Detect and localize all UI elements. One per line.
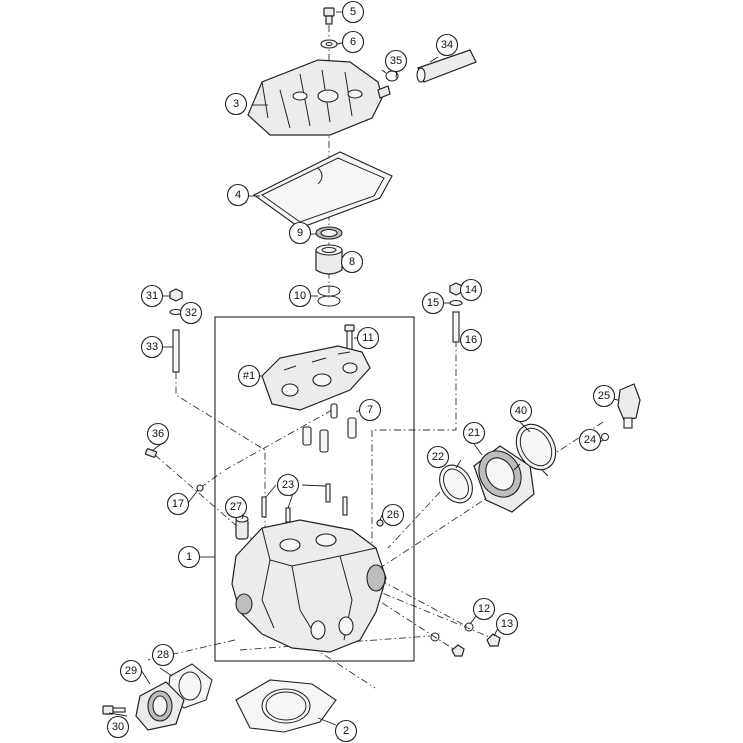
spark-plug-shaft-seal [315, 244, 343, 275]
callout-31: 31 [140, 284, 164, 308]
callout-23: 23 [276, 473, 300, 497]
callout-2: 2 [334, 719, 358, 743]
svg-text:27: 27 [230, 501, 242, 513]
callout-32: 32 [179, 301, 203, 325]
callout-11: 11 [356, 326, 380, 350]
callout-16: 16 [459, 328, 483, 352]
callout-36: 36 [146, 422, 170, 446]
camshaft-bearing-bridge [261, 345, 371, 411]
svg-text:3: 3 [233, 98, 239, 110]
temperature-screw-36 [144, 448, 158, 458]
svg-text:8: 8 [349, 256, 355, 268]
svg-text:7: 7 [367, 404, 373, 416]
exhaust-flange [135, 681, 185, 731]
callout-1: 1 [177, 545, 201, 569]
valve-cover-gasket [252, 151, 393, 229]
svg-text:33: 33 [146, 341, 158, 353]
svg-text:13: 13 [501, 618, 513, 630]
temperature-sensor [617, 383, 641, 429]
callout-35: 35 [384, 49, 408, 73]
callout-26: 26 [381, 503, 405, 527]
callout-camshaft-bridge: #1 [237, 364, 261, 388]
intake-flange [473, 445, 535, 513]
svg-text:5: 5 [350, 6, 356, 18]
svg-text:1: 1 [186, 551, 192, 563]
svg-text:26: 26 [387, 509, 399, 521]
callout-3: 3 [224, 92, 248, 116]
svg-text:25: 25 [598, 390, 610, 402]
cover-washer [320, 39, 338, 49]
svg-text:12: 12 [478, 603, 490, 615]
left-stud-assembly [169, 288, 183, 373]
callout-40: 40 [509, 399, 533, 423]
intake-clamp-22 [439, 464, 473, 504]
callout-28: 28 [151, 643, 175, 667]
callout-13: 13 [495, 612, 519, 636]
svg-text:24: 24 [584, 434, 596, 446]
svg-text:30: 30 [112, 721, 124, 733]
callout-17: 17 [166, 492, 190, 516]
callout-30: 30 [106, 715, 130, 739]
seal-ring-12 [464, 622, 474, 632]
svg-text:16: 16 [465, 334, 477, 346]
callout-14: 14 [459, 278, 483, 302]
callout-10: 10 [288, 284, 312, 308]
svg-text:14: 14 [465, 284, 477, 296]
svg-text:28: 28 [157, 649, 169, 661]
cylinder-head-studs [261, 483, 348, 523]
spark-plug-tube [235, 515, 249, 540]
screw-plug-13 [486, 633, 501, 647]
svg-text:31: 31 [146, 290, 158, 302]
svg-text:21: 21 [468, 427, 480, 439]
svg-text:15: 15 [427, 297, 439, 309]
svg-text:17: 17 [172, 498, 184, 510]
valve-cover-screw [323, 7, 335, 25]
callout-9: 9 [288, 221, 312, 245]
svg-text:35: 35 [390, 55, 402, 67]
breather-hose [416, 49, 477, 83]
svg-text:#1: #1 [243, 370, 255, 382]
callout-15: 15 [421, 291, 445, 315]
svg-text:32: 32 [185, 307, 197, 319]
screw-plug-26 [376, 519, 384, 527]
seal-ring-24 [601, 433, 609, 441]
screw-plug-lower [451, 644, 465, 657]
callout-29: 29 [119, 659, 143, 683]
svg-text:2: 2 [343, 725, 349, 737]
callout-24: 24 [578, 428, 602, 452]
exhaust-screw [102, 705, 126, 715]
callout-12: 12 [472, 597, 496, 621]
svg-text:29: 29 [125, 665, 137, 677]
svg-text:6: 6 [350, 36, 356, 48]
intake-clamp-40 [513, 423, 557, 477]
callout-27: 27 [224, 495, 248, 519]
callout-34: 34 [435, 33, 459, 57]
cylinder-head-group-frame [214, 316, 415, 662]
svg-text:4: 4 [235, 189, 241, 201]
callout-7: 7 [358, 398, 382, 422]
svg-text:36: 36 [152, 428, 164, 440]
svg-text:22: 22 [432, 451, 444, 463]
o-ring-lower [430, 632, 440, 642]
callout-22: 22 [426, 445, 450, 469]
callout-25: 25 [592, 384, 616, 408]
callout-21: 21 [462, 421, 486, 445]
svg-text:9: 9 [297, 227, 303, 239]
callout-33: 33 [140, 335, 164, 359]
callout-8: 8 [340, 250, 364, 274]
svg-text:40: 40 [515, 405, 527, 417]
valve-cover [247, 59, 391, 136]
cylinder-head [231, 519, 387, 653]
seal-ring-17 [196, 484, 204, 492]
cylinder-head-gasket [235, 679, 337, 733]
callout-4: 4 [226, 183, 250, 207]
dowel-sleeves [302, 403, 357, 453]
callout-5: 5 [341, 0, 365, 24]
callout-6: 6 [341, 30, 365, 54]
svg-text:34: 34 [441, 39, 453, 51]
svg-text:23: 23 [282, 479, 294, 491]
svg-text:11: 11 [362, 332, 373, 344]
svg-text:10: 10 [294, 290, 306, 302]
